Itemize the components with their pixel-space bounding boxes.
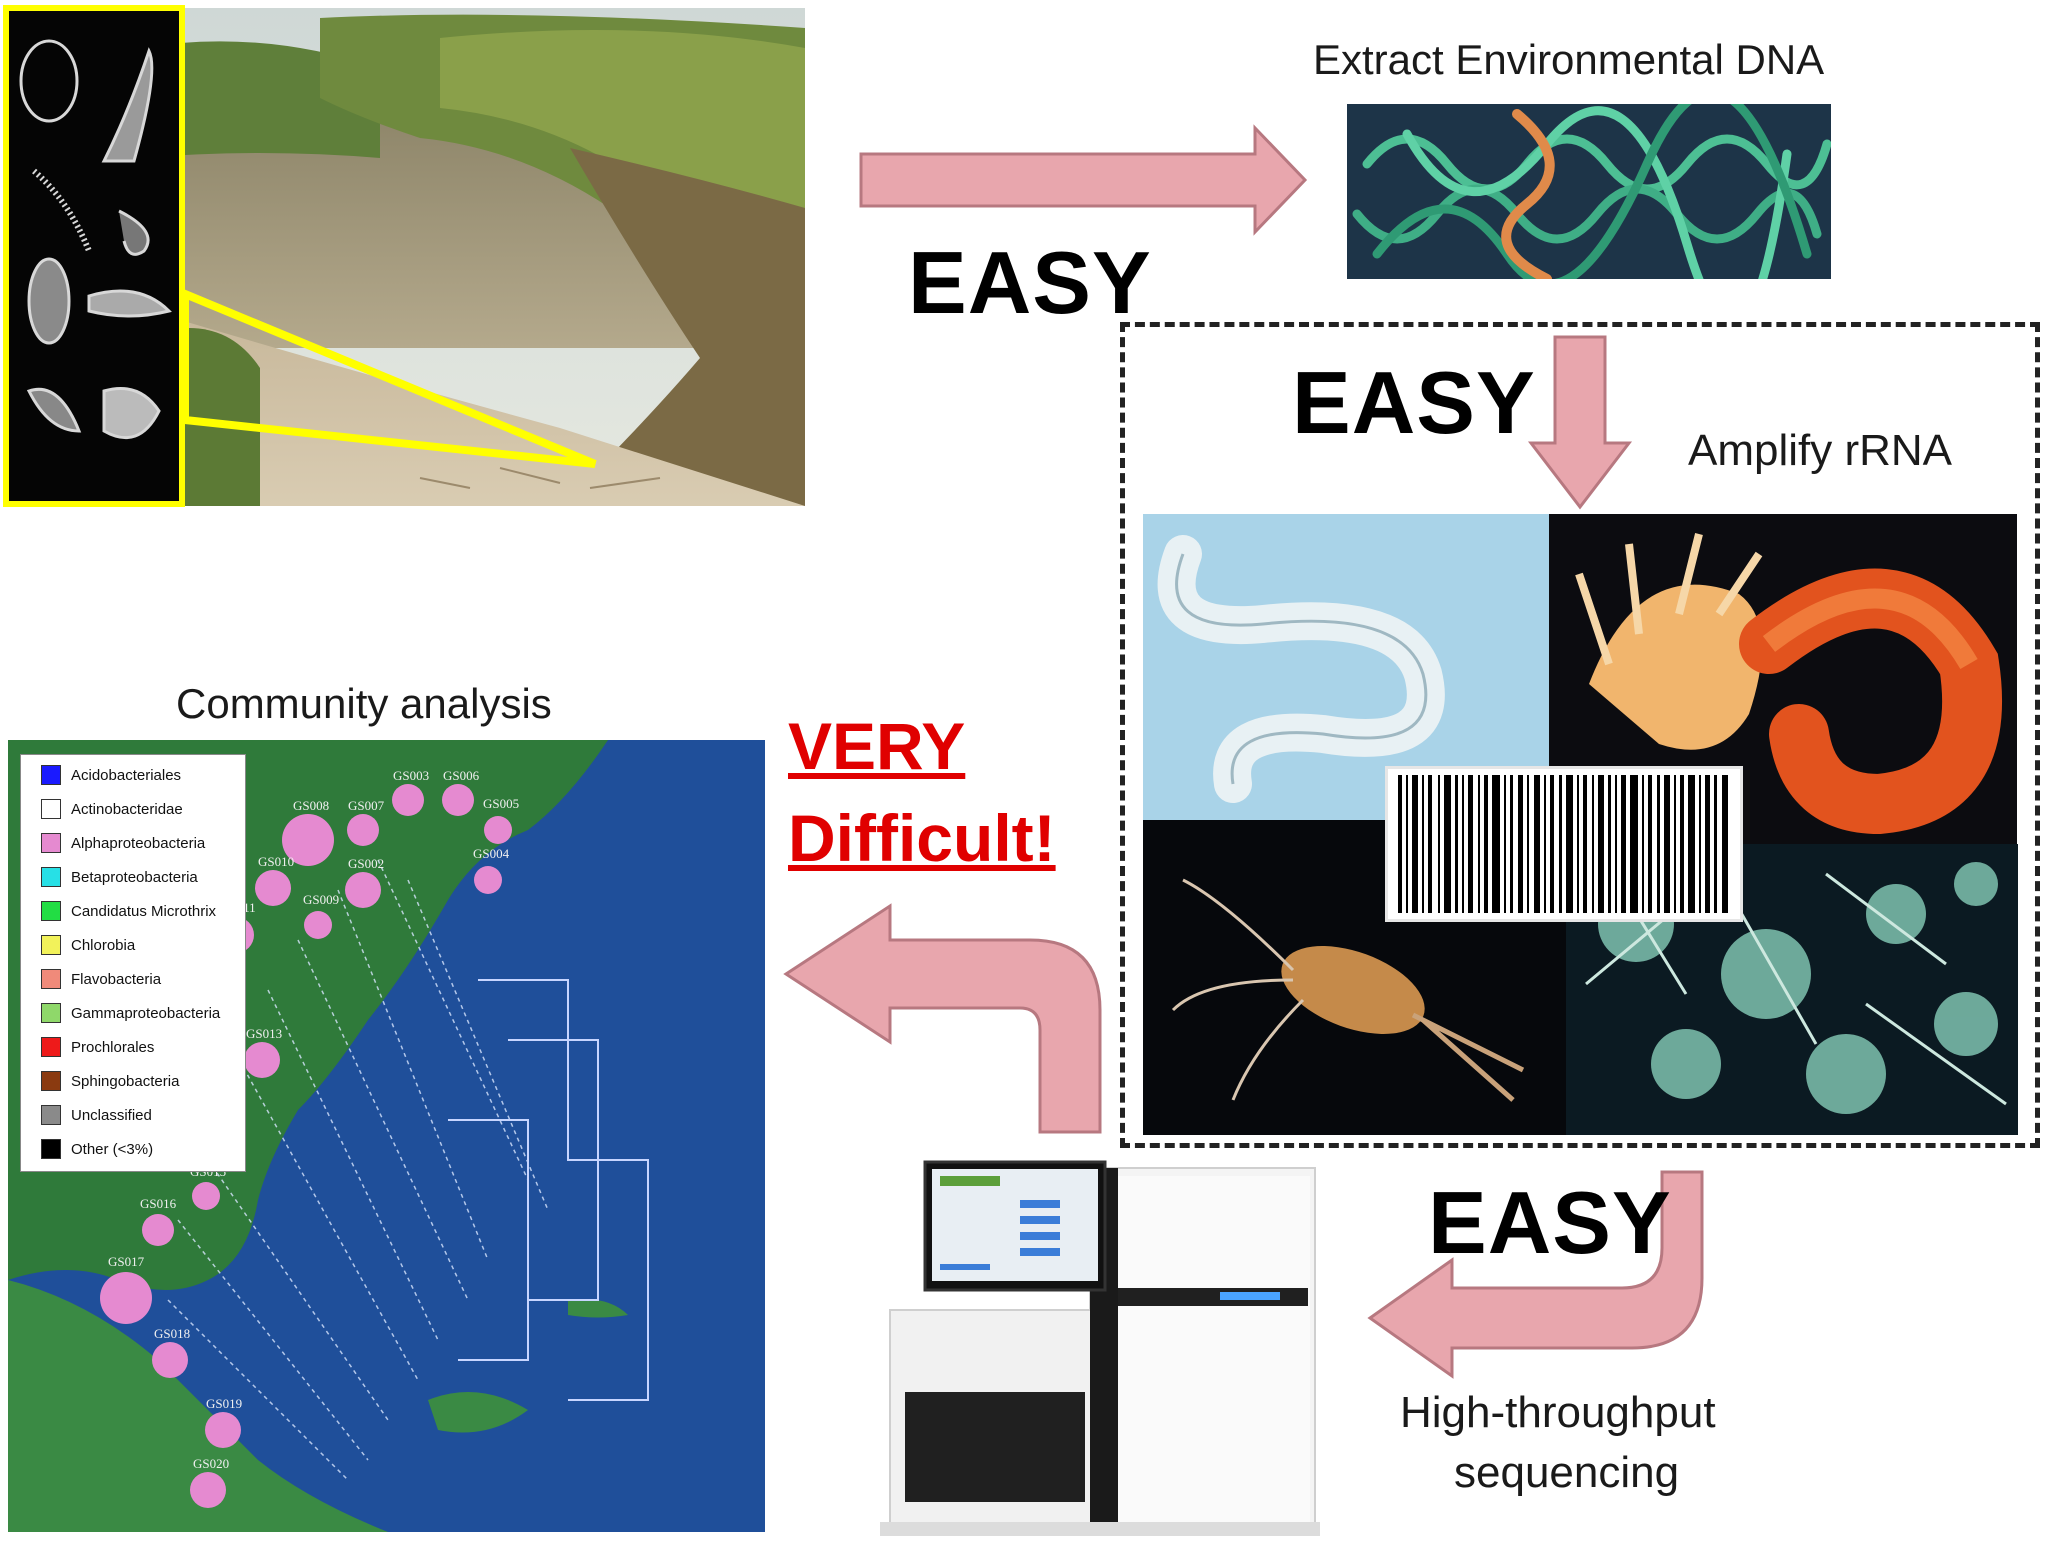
sequencing-label-line1: High-throughput <box>1400 1388 1716 1437</box>
map-legend: Acidobacteriales Actinobacteridae Alphap… <box>20 754 246 1172</box>
barcode-image <box>1385 766 1743 922</box>
svg-text:GS013: GS013 <box>246 1026 282 1041</box>
legend-swatch <box>41 901 61 921</box>
rotifer-organism <box>19 39 79 123</box>
arrow-to-extract <box>859 124 1308 236</box>
sequencer-art <box>880 1160 1320 1536</box>
sequencer-machine <box>880 1160 1350 1536</box>
legend-label: Unclassified <box>71 1106 152 1124</box>
arrow-to-community <box>783 903 1102 1134</box>
legend-item: Sphingobacteria <box>41 1071 179 1091</box>
legend-swatch <box>41 833 61 853</box>
amplify-rrna-label: Amplify rRNA <box>1688 426 1953 475</box>
zoom-callout-lines <box>181 288 597 468</box>
polychaete-art <box>1575 533 2003 835</box>
legend-swatch <box>41 799 61 819</box>
legend-item: Flavobacteria <box>41 969 161 989</box>
svg-text:GS010: GS010 <box>258 854 294 869</box>
legend-swatch <box>41 1105 61 1125</box>
svg-text:GS020: GS020 <box>193 1456 229 1471</box>
legend-label: Alphaproteobacteria <box>71 834 206 852</box>
legend-swatch <box>41 935 61 955</box>
svg-text:GS005: GS005 <box>483 796 519 811</box>
legend-label: Sphingobacteria <box>71 1072 180 1090</box>
svg-text:GS008: GS008 <box>293 798 329 813</box>
legend-label: Betaproteobacteria <box>71 868 198 886</box>
nematode-art <box>1157 535 1445 803</box>
legend-swatch <box>41 765 61 785</box>
legend-swatch <box>41 1139 61 1159</box>
legend-item: Chlorobia <box>41 935 135 955</box>
legend-swatch <box>41 1071 61 1091</box>
legend-swatch <box>41 1003 61 1023</box>
arrow-to-sequencer <box>1367 1170 1704 1379</box>
svg-text:GS006: GS006 <box>443 768 480 783</box>
dna-helix-art <box>1352 104 1831 279</box>
legend-label: Gammaproteobacteria <box>71 1004 221 1022</box>
nematode-image <box>1143 514 1551 820</box>
legend-label: Acidobacteriales <box>71 766 182 784</box>
legend-item: Acidobacteriales <box>41 765 181 785</box>
copepod-art <box>1171 878 1525 1102</box>
legend-label: Flavobacteria <box>71 970 162 988</box>
legend-label: Candidatus Microthrix <box>71 902 217 920</box>
svg-text:GS009: GS009 <box>303 892 339 907</box>
legend-label: Prochlorales <box>71 1038 155 1056</box>
legend-label: Actinobacteridae <box>71 800 183 818</box>
svg-text:GS017: GS017 <box>108 1254 145 1269</box>
svg-text:GS016: GS016 <box>140 1196 177 1211</box>
legend-item: Gammaproteobacteria <box>41 1003 220 1023</box>
amplify-dashed-box <box>1120 322 2040 1148</box>
easy-label-extract: EASY <box>908 233 1152 332</box>
diatom-image <box>1566 844 2018 1135</box>
arrow-to-amplify <box>1527 335 1633 510</box>
community-map: GS008 GS007 GS003 GS006 GS005 GS004 GS00… <box>8 740 765 1532</box>
legend-item: Candidatus Microthrix <box>41 901 216 921</box>
legend-swatch <box>41 969 61 989</box>
svg-text:GS002: GS002 <box>348 856 384 871</box>
legend-item: Alphaproteobacteria <box>41 833 205 853</box>
dna-image <box>1347 104 1831 279</box>
zoom-callout <box>181 288 597 468</box>
legend-label: Chlorobia <box>71 936 136 954</box>
svg-text:GS018: GS018 <box>154 1326 190 1341</box>
microorganism-inset <box>3 5 185 507</box>
very-difficult-label-line1: VERY <box>788 709 966 783</box>
svg-text:GS003: GS003 <box>393 768 429 783</box>
microorganism-icons <box>19 39 172 440</box>
legend-item: Actinobacteridae <box>41 799 183 819</box>
legend-item: Prochlorales <box>41 1037 154 1057</box>
svg-text:GS019: GS019 <box>206 1396 242 1411</box>
community-analysis-label: Community analysis <box>176 680 552 727</box>
svg-text:GS007: GS007 <box>348 798 385 813</box>
legend-item: Betaproteobacteria <box>41 867 198 887</box>
extract-dna-label: Extract Environmental DNA <box>1313 36 1825 83</box>
very-difficult-label-line2: Difficult! <box>788 801 1056 875</box>
barcode-bars <box>1398 775 1728 913</box>
legend-swatch <box>41 867 61 887</box>
easy-label-sequencing: EASY <box>1428 1173 1672 1272</box>
legend-item: Other (<3%) <box>41 1139 153 1159</box>
legend-swatch <box>41 1037 61 1057</box>
easy-label-amplify: EASY <box>1292 353 1536 452</box>
legend-label: Other (<3%) <box>71 1140 154 1158</box>
sequencing-label-line2: sequencing <box>1454 1448 1680 1497</box>
svg-text:GS004: GS004 <box>473 846 510 861</box>
legend-item: Unclassified <box>41 1105 152 1125</box>
